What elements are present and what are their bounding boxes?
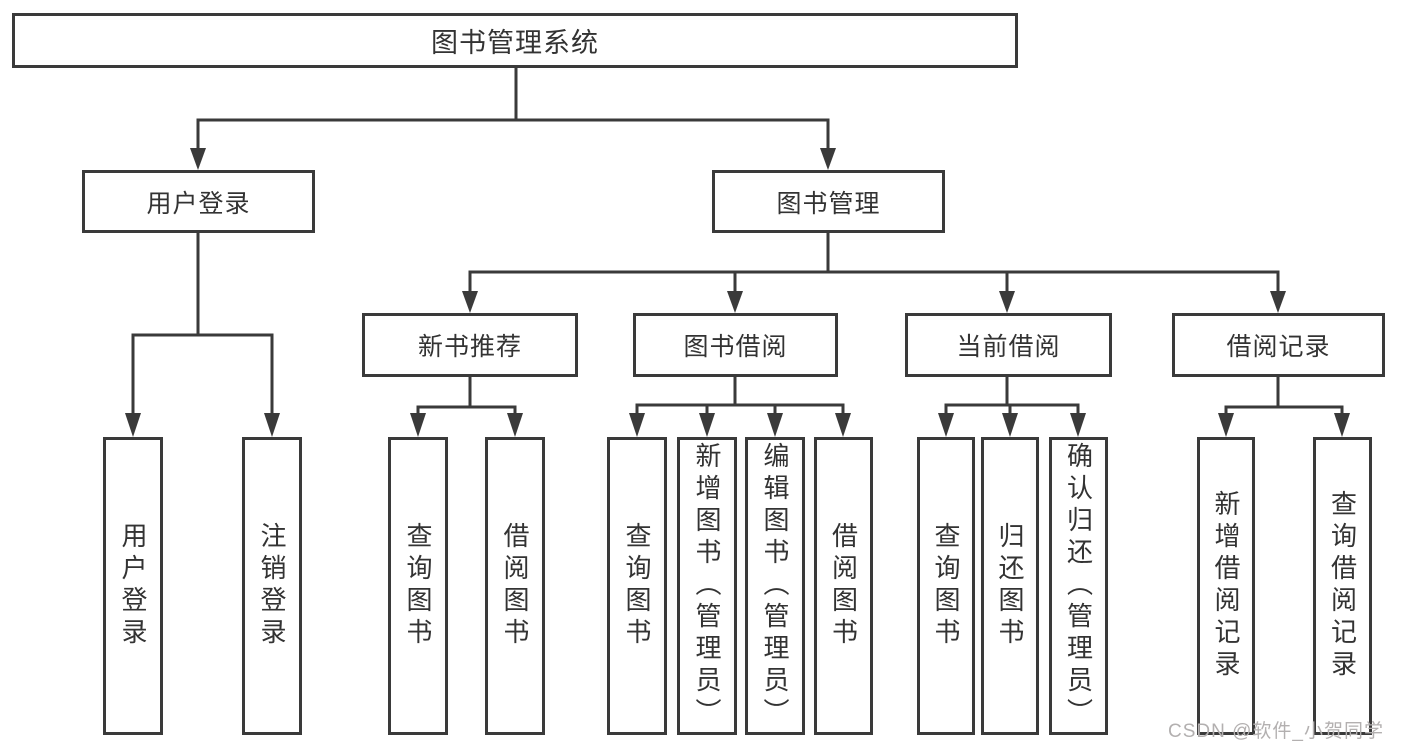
leaf-query-books-borrowing: 查询图书 [607, 437, 667, 735]
node-label: 查询图书 [403, 522, 433, 650]
node-label: 新书推荐 [417, 333, 522, 361]
leaf-query-borrow-record: 查询借阅记录 [1313, 437, 1372, 735]
leaf-add-borrow-record: 新增借阅记录 [1197, 437, 1255, 735]
node-book-management: 图书管理 [712, 170, 945, 233]
leaf-add-book-admin: 新增图书（管理员） [677, 437, 737, 735]
leaf-edit-book-admin: 编辑图书（管理员） [745, 437, 805, 735]
node-label: 新增图书（管理员） [692, 442, 722, 730]
node-library-management-system: 图书管理系统 [12, 13, 1018, 68]
node-book-borrowing: 图书借阅 [633, 313, 838, 377]
connector-userlogin-to-leaves [131, 233, 274, 415]
node-label: 确认归还（管理员） [1063, 442, 1094, 730]
node-label: 归还图书 [995, 522, 1025, 650]
node-label: 图书管理系统 [431, 28, 599, 58]
node-label: 编辑图书（管理员） [760, 442, 790, 730]
node-label: 借阅图书 [828, 522, 859, 650]
node-label: 图书管理 [776, 189, 881, 218]
connector-currentborrow-to-leaves [944, 377, 1080, 415]
node-label: 用户登录 [146, 189, 251, 218]
node-label: 当前借阅 [956, 333, 1061, 361]
connector-records-to-leaves [1224, 377, 1344, 415]
node-label: 用户登录 [118, 522, 148, 650]
node-label: 查询借阅记录 [1327, 490, 1358, 682]
node-user-login-group: 用户登录 [82, 170, 315, 233]
node-label: 注销登录 [257, 522, 287, 650]
node-label: 新增借阅记录 [1211, 490, 1241, 682]
leaf-logout: 注销登录 [242, 437, 302, 735]
node-label: 借阅记录 [1226, 333, 1331, 361]
node-label: 借阅图书 [500, 522, 530, 650]
node-current-borrowing: 当前借阅 [905, 313, 1112, 377]
node-borrowing-records: 借阅记录 [1172, 313, 1385, 377]
csdn-watermark: CSDN @软件_小贺同学 [1168, 721, 1384, 742]
connector-root-to-level2 [196, 68, 830, 150]
leaf-query-books-recommend: 查询图书 [388, 437, 448, 735]
leaf-confirm-return-admin: 确认归还（管理员） [1049, 437, 1108, 735]
node-label: 查询图书 [622, 522, 652, 650]
leaf-query-books-current: 查询图书 [917, 437, 975, 735]
node-label: 图书借阅 [683, 333, 788, 361]
node-new-book-recommendation: 新书推荐 [362, 313, 578, 377]
node-label: 查询图书 [931, 522, 961, 650]
leaf-borrow-books: 借阅图书 [814, 437, 873, 735]
leaf-return-books: 归还图书 [981, 437, 1039, 735]
leaf-user-login: 用户登录 [103, 437, 163, 735]
leaf-borrow-books-recommend: 借阅图书 [485, 437, 545, 735]
connector-bookmgmt-to-level3 [468, 233, 1280, 293]
connector-bookborrow-to-leaves [635, 377, 845, 415]
connector-newrec-to-leaves [416, 377, 517, 415]
